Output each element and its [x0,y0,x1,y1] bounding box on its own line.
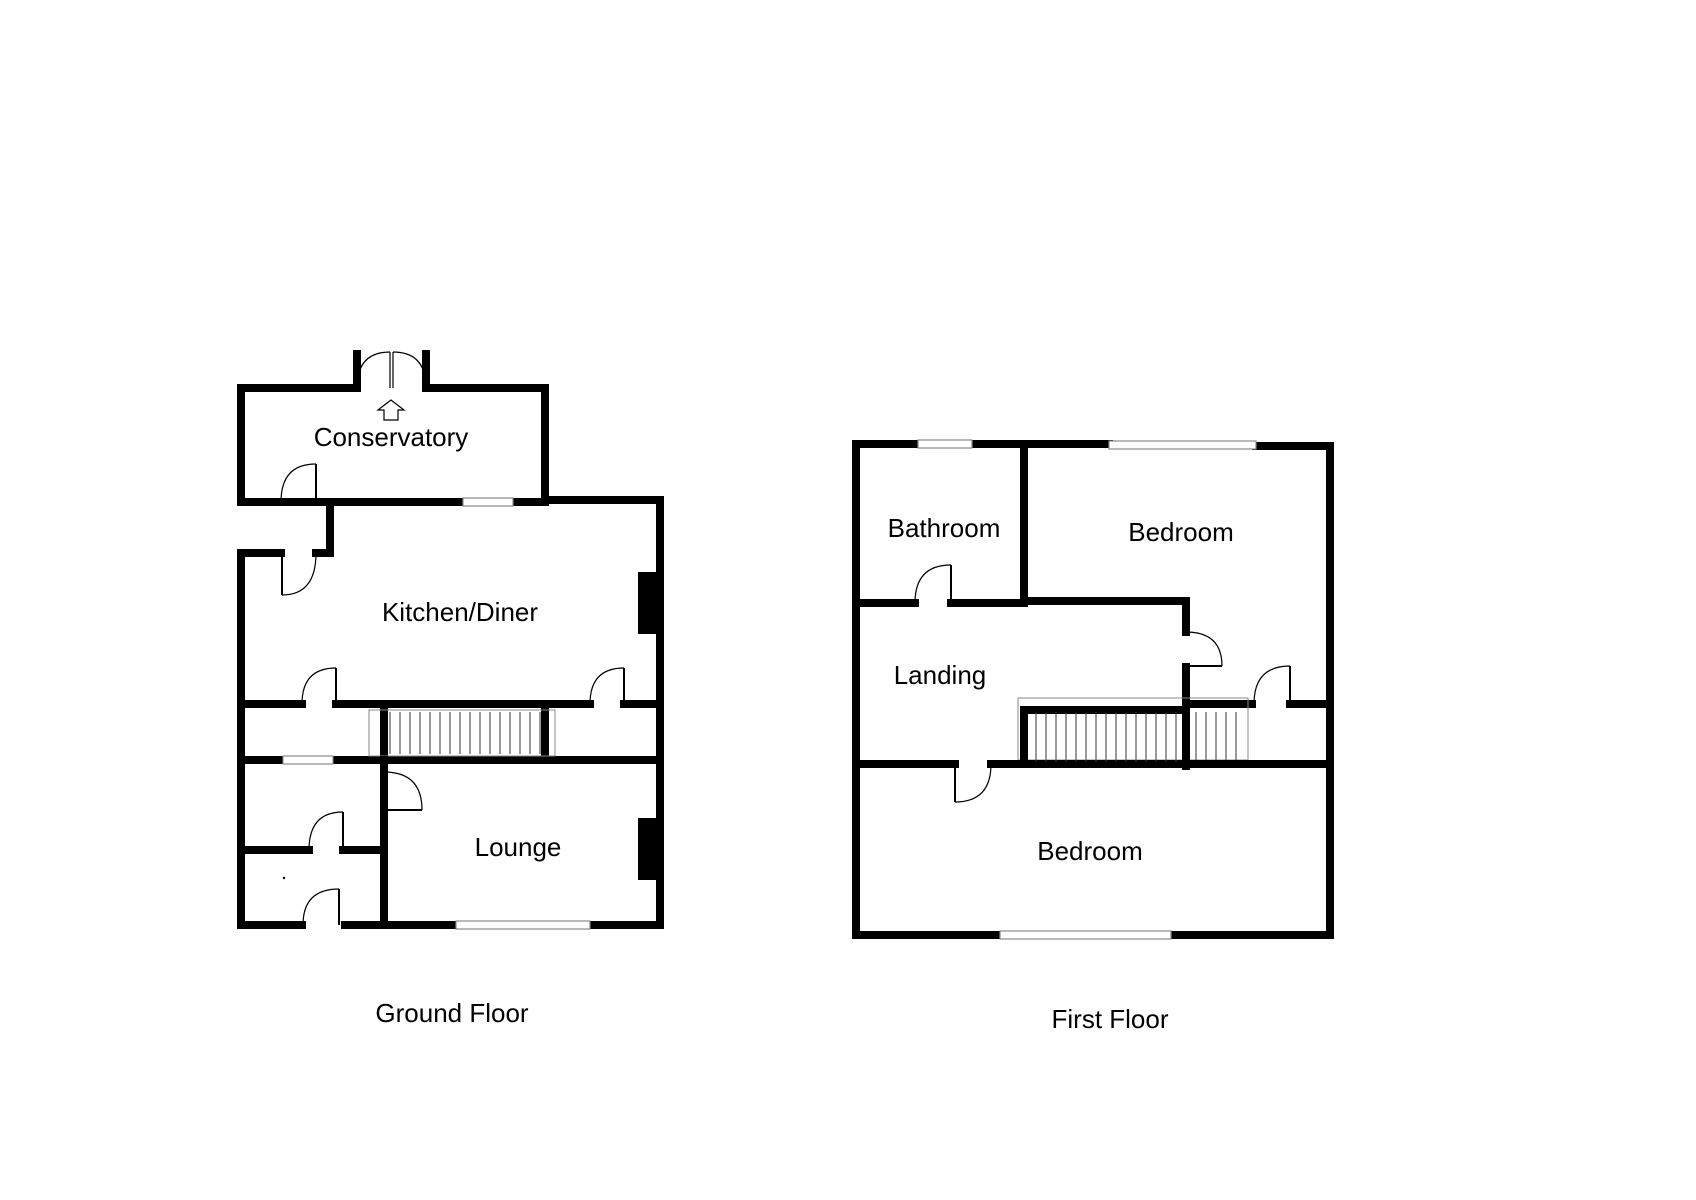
first-floor-title: First Floor [1052,1004,1169,1034]
room-label-kitchen-diner: Kitchen/Diner [382,597,538,627]
lounge-chimney [638,818,656,880]
room-label-conservatory: Conservatory [314,422,469,452]
entrance-arrow-icon [376,399,406,421]
ground-floor-title: Ground Floor [375,998,529,1028]
hall-walls [237,667,664,765]
rear-bedroom-window [1108,440,1257,450]
room-label-bathroom: Bathroom [888,513,1001,543]
lounge-window [455,920,591,930]
ground-staircase [368,709,556,757]
kitchen-lobby [237,463,334,596]
conservatory-kitchen-wall [237,497,549,507]
first-outer-walls [852,439,1334,940]
front-door [302,888,340,926]
bathroom-window [917,439,973,449]
front-bedroom-window [999,930,1172,940]
first-floor-plan: Bathroom Bedroom Landing Bedroom First F… [852,439,1334,1034]
french-doors [356,351,427,421]
bathroom-walls [852,440,1028,607]
ground-floor-plan: Conservatory Kitchen/Diner Lounge Ground… [237,350,664,1028]
room-label-rear-bedroom: Bedroom [1128,517,1234,547]
porch-walls [237,756,423,929]
rear-bedroom-walls [1020,597,1334,770]
room-label-lounge: Lounge [475,832,562,862]
room-label-landing: Landing [894,660,987,690]
ground-outer-walls [237,496,664,929]
front-bedroom-walls [852,760,1334,803]
room-label-front-bedroom: Bedroom [1037,836,1143,866]
kitchen-chimney [638,572,656,634]
